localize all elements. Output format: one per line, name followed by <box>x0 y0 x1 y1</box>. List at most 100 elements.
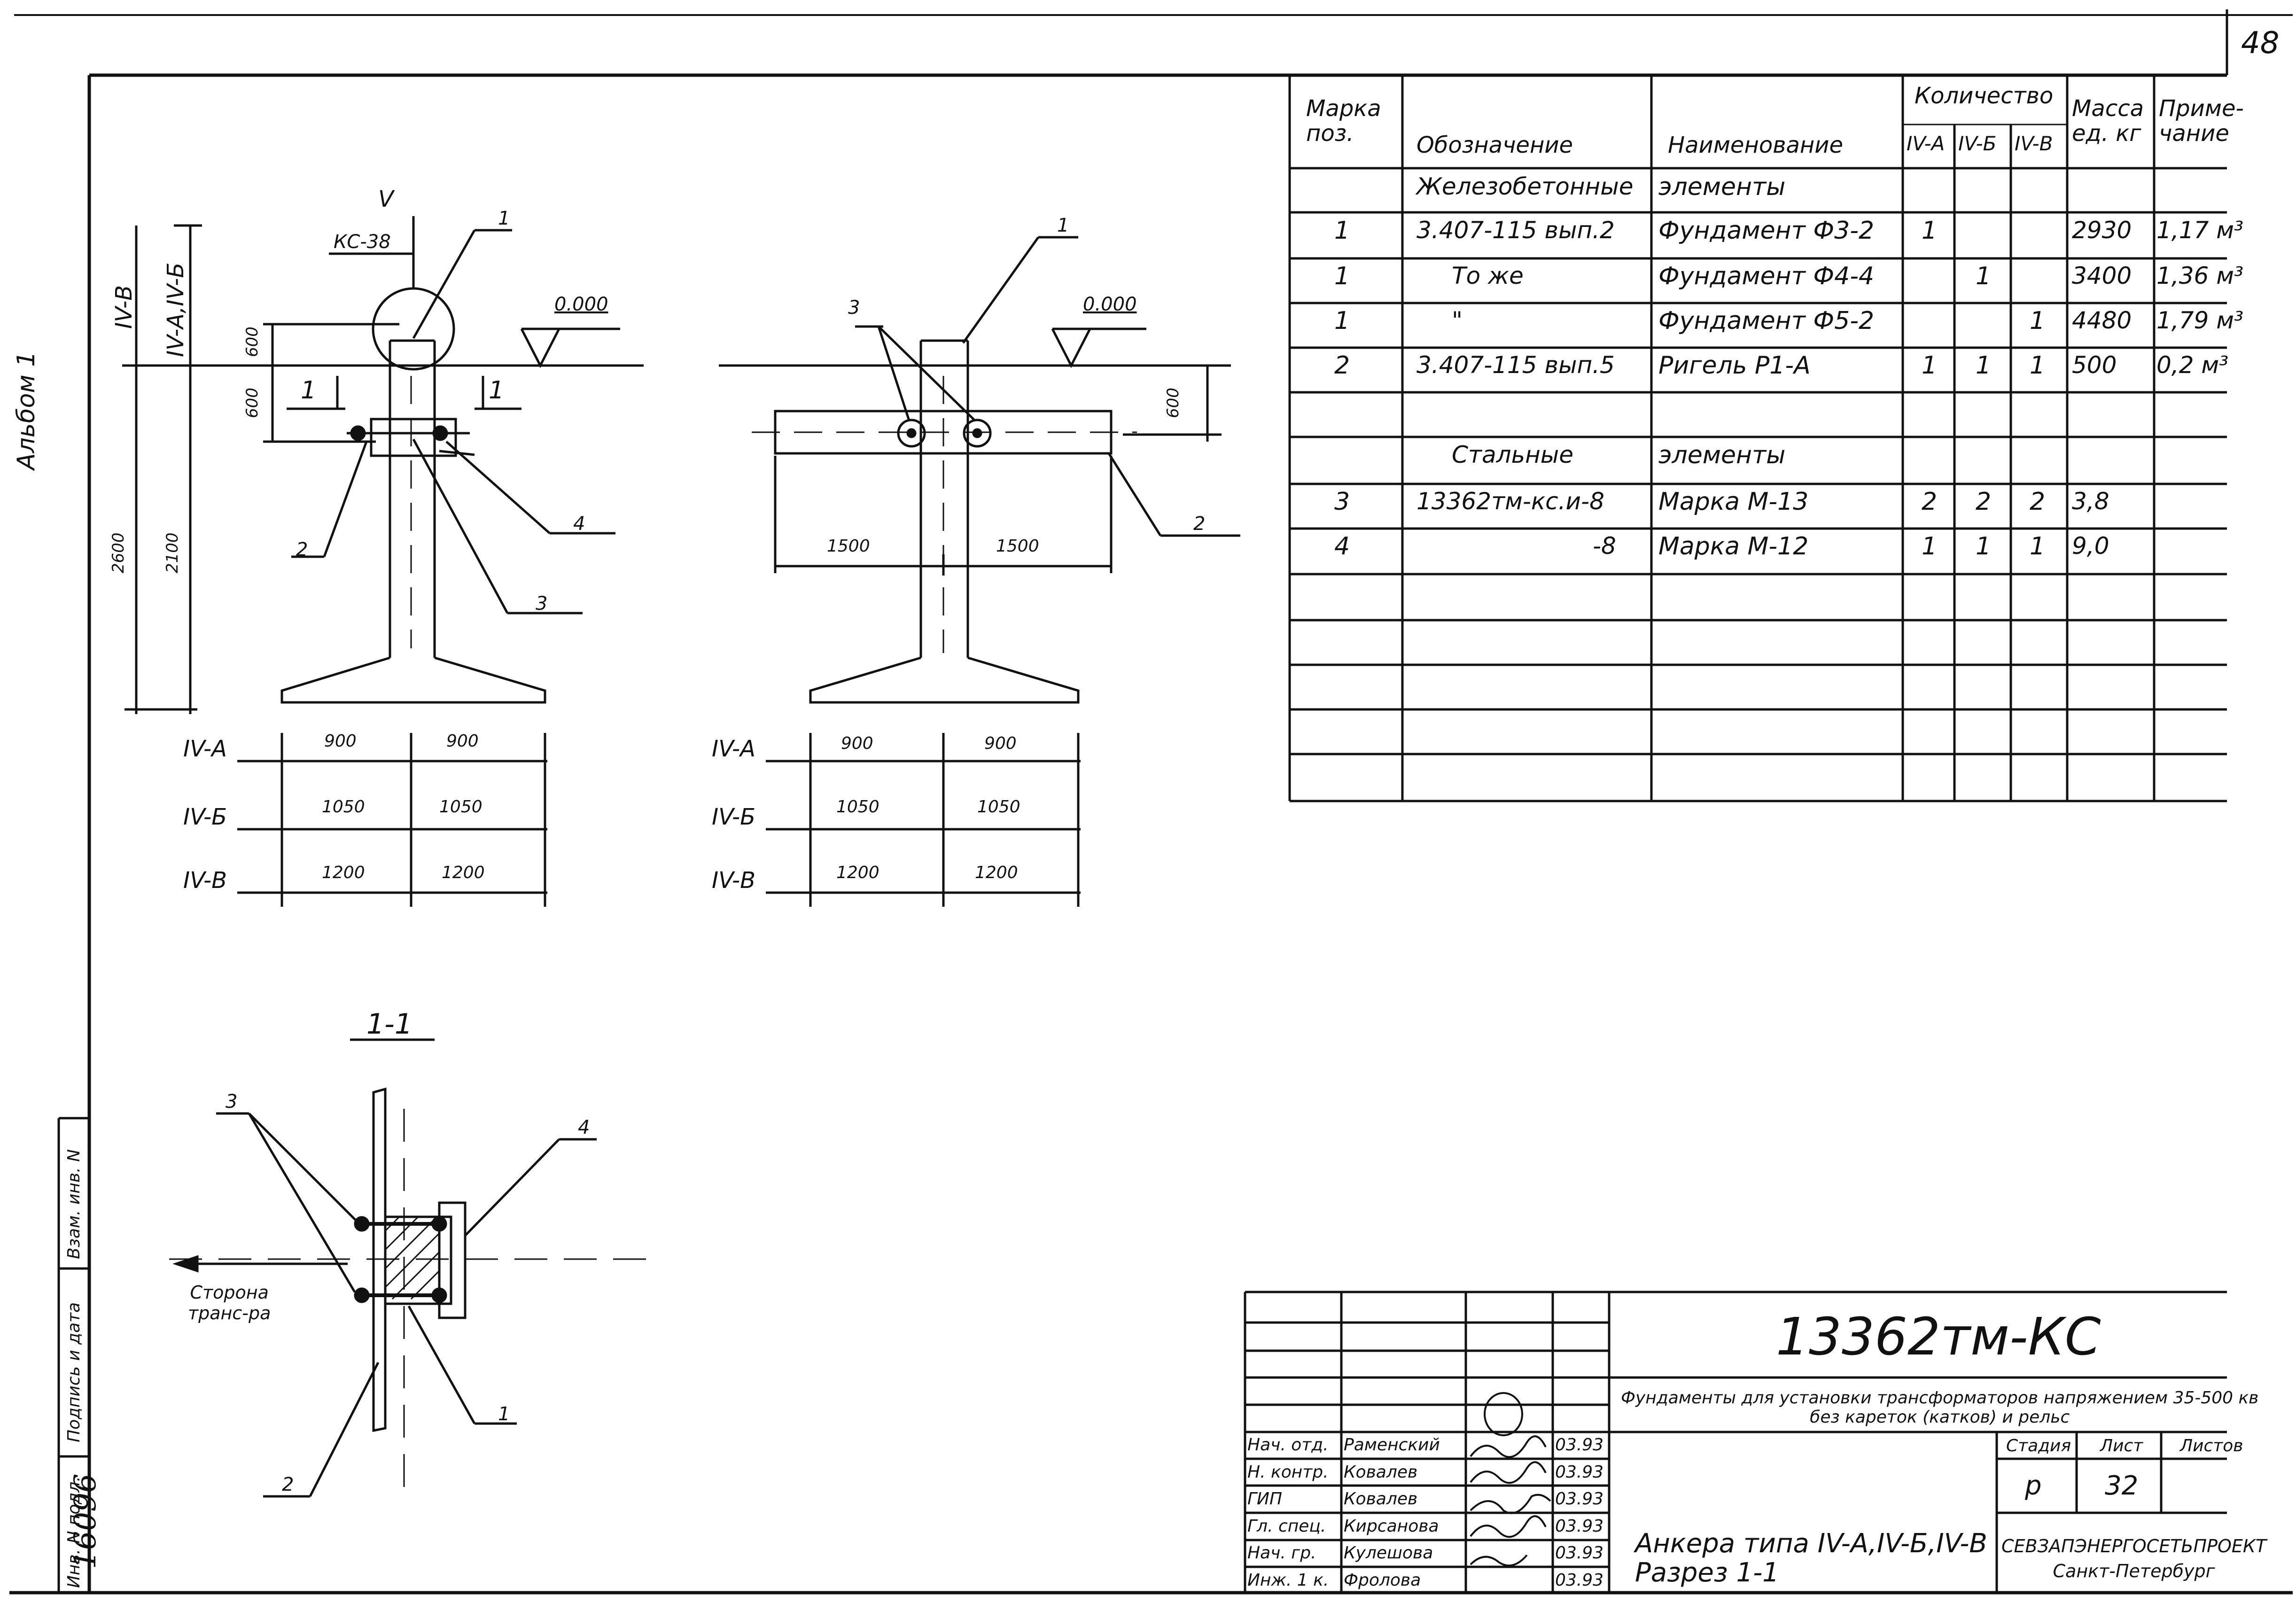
dim-label: 1500 <box>996 537 1039 556</box>
spec-cell-mark: 4 <box>1334 532 1350 560</box>
spec-cell-qb: 1 <box>1976 532 1992 560</box>
dim-label: 600 <box>243 327 262 357</box>
spec-cell-name: Марка М-12 <box>1658 532 1809 560</box>
spec-cell-note: 1,17 м³ <box>2156 217 2243 244</box>
spec-cell-mark: 1 <box>1334 262 1350 290</box>
drawing-title: Анкера типа IV-А,IV-Б,IV-В Разрез 1-1 <box>1635 1528 1987 1588</box>
dim-label: 1200 <box>975 863 1018 882</box>
spec-cell-qb: 1 <box>1976 351 1992 380</box>
pos-label: 2 <box>1193 513 1206 535</box>
spec-cell-designation: Стальные <box>1452 441 1574 468</box>
elevation-label-left: 0.000 <box>554 294 608 315</box>
spec-cell-qa: 1 <box>1922 351 1938 380</box>
row-type-label: IV-А <box>183 736 227 762</box>
dim-label: 900 <box>841 734 873 753</box>
drawing-code: 13362тм-КС <box>1776 1307 2101 1367</box>
spec-cell-mass: 4480 <box>2072 307 2132 334</box>
pos-label: 4 <box>573 513 585 535</box>
dim-label: 1500 <box>827 537 870 556</box>
dim-label: 1200 <box>836 863 879 882</box>
spec-cell-designation: 13362тм-кс.и-8 <box>1417 488 1604 515</box>
spec-cell-name: элементы <box>1658 441 1786 469</box>
signer-role: ГИП <box>1247 1489 1283 1509</box>
section-mark-1b: 1 <box>489 376 505 405</box>
sheets-label: Листов <box>2180 1436 2243 1455</box>
dim-label: 1200 <box>442 863 485 882</box>
signer-role: Гл. спец. <box>1247 1516 1326 1536</box>
signatures <box>1470 1392 1551 1567</box>
spec-cell-designation: 3.407-115 вып.5 <box>1417 351 1615 379</box>
th-designation: Обозначение <box>1417 132 1573 158</box>
spec-cell-designation: -8 <box>1593 532 1616 560</box>
th-qty: Количество <box>1915 83 2054 109</box>
sheet-label: Лист <box>2100 1436 2143 1455</box>
spec-cell-note: 0,2 м³ <box>2156 351 2229 379</box>
signer-role: Н. контр. <box>1247 1462 1329 1482</box>
stage-value: р <box>2025 1471 2042 1501</box>
elevation-label-right: 0.000 <box>1083 294 1137 315</box>
view-v-label: V <box>378 186 394 212</box>
signer-date: 03.93 <box>1555 1435 1604 1455</box>
pos-label: 3 <box>848 297 860 319</box>
page-number: 48 <box>2241 26 2280 61</box>
dim-label: 1200 <box>322 863 365 882</box>
pos-label: 4 <box>578 1117 590 1138</box>
spec-cell-name: Фундамент Ф3-2 <box>1658 217 1875 245</box>
spec-cell-qc: 1 <box>2030 307 2046 335</box>
th-qty-c: IV-В <box>2015 132 2053 155</box>
spec-cell-mass: 3400 <box>2072 262 2132 289</box>
spec-cell-qc: 1 <box>2030 351 2046 380</box>
view-v-sub: КС-38 <box>334 231 391 253</box>
spec-cell-name: Марка М-13 <box>1658 488 1809 516</box>
pos-label: 3 <box>536 593 548 615</box>
signer-name: Раменский <box>1344 1435 1440 1455</box>
signer-role: Инж. 1 к. <box>1247 1570 1329 1590</box>
dim-label: 1050 <box>836 797 879 817</box>
inv-no-value: 16096 <box>68 1473 103 1569</box>
dim-label: 1050 <box>439 797 483 817</box>
spec-cell-name: Фундамент Ф5-2 <box>1658 307 1875 335</box>
th-name: Наименование <box>1668 132 1844 158</box>
spec-cell-qc: 2 <box>2030 488 2046 516</box>
level-label-mid: IV-А,IV-Б <box>163 262 189 357</box>
spec-cell-qa: 2 <box>1922 488 1938 516</box>
level-label-top: IV-В <box>111 285 137 329</box>
dim-label: 900 <box>446 732 479 751</box>
spec-cell-mark: 2 <box>1334 351 1350 380</box>
pos-label: 3 <box>226 1091 238 1113</box>
dim-label: 1050 <box>322 797 365 817</box>
pos-label: 2 <box>282 1474 294 1495</box>
spec-cell-mark: 1 <box>1334 217 1350 245</box>
signer-name: Ковалев <box>1344 1489 1418 1509</box>
signer-role: Нач. отд. <box>1247 1435 1329 1455</box>
signer-name: Кирсанова <box>1344 1516 1439 1536</box>
spec-cell-designation: 3.407-115 вып.2 <box>1417 217 1615 244</box>
spec-cell-mass: 2930 <box>2072 217 2132 244</box>
pos-label: 1 <box>498 208 510 229</box>
dim-label: 1050 <box>977 797 1020 817</box>
spec-cell-mass: 3,8 <box>2072 488 2109 515</box>
album-label: Альбом 1 <box>12 351 40 470</box>
row-type-label: IV-Б <box>712 804 756 830</box>
row-type-label: IV-Б <box>183 804 227 830</box>
spec-cell-qa: 1 <box>1922 217 1938 245</box>
dim-label: 2600 <box>109 532 128 573</box>
signer-name: Ковалев <box>1344 1462 1418 1482</box>
sign-date-label: Подпись и дата <box>64 1302 84 1442</box>
spec-cell-qa: 1 <box>1922 532 1938 560</box>
section-mark-1a: 1 <box>301 376 317 405</box>
signer-name: Фролова <box>1344 1570 1421 1590</box>
signer-role: Нач. гр. <box>1247 1543 1316 1563</box>
replace-inv-label: Взам. инв. N <box>64 1149 84 1259</box>
direction-label: Сторона транс-ра <box>188 1282 271 1323</box>
th-mark: Марка поз. <box>1306 95 1381 147</box>
project-title: Фундаменты для установки трансформаторов… <box>1621 1388 2259 1427</box>
signer-date: 03.93 <box>1555 1489 1604 1509</box>
spec-cell-qb: 1 <box>1976 262 1992 290</box>
spec-cell-designation: " <box>1452 307 1463 334</box>
dim-label: 2100 <box>163 532 182 573</box>
signer-name: Кулешова <box>1344 1543 1433 1563</box>
th-qty-a: IV-А <box>1907 132 1945 155</box>
dim-label: 900 <box>984 734 1017 753</box>
